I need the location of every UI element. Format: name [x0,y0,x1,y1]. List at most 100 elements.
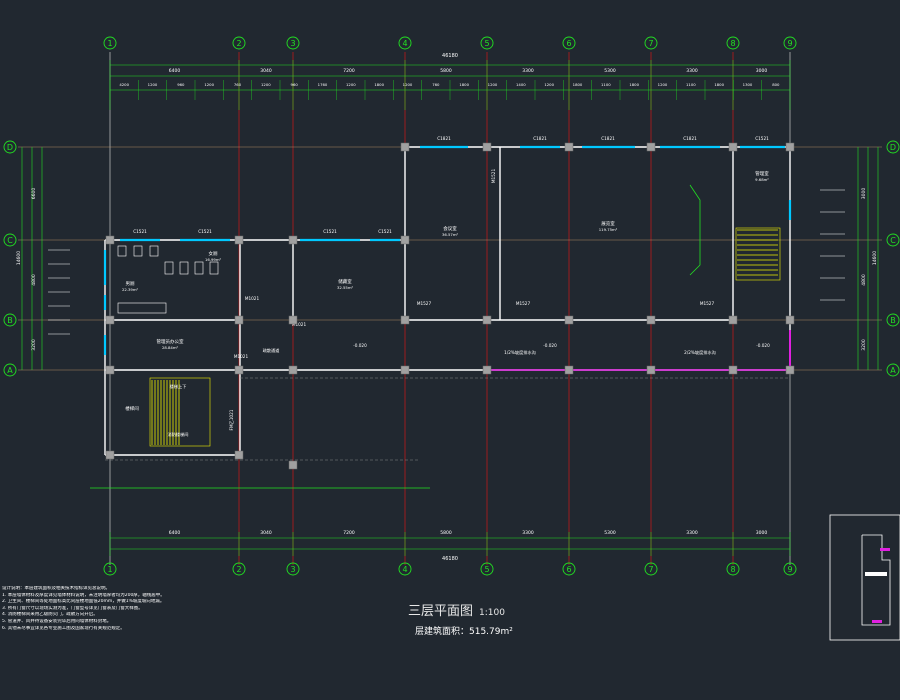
door-label: M1021 [234,354,249,359]
dim-right-total: 14600 [872,251,878,265]
annotation: 疏散通道 [263,347,281,354]
column [564,315,574,325]
dim-detail-top: 4200 [119,82,129,87]
window-label: C1821 [437,136,451,141]
inset-marker [872,620,882,623]
axis-label-3: 3 [290,39,295,48]
general-notes: 设计说明：本层建筑面积及相关技术指标详见总说明。1. 本层墙体材料及厚度详见墙体… [2,586,272,632]
annotation: -0.020 [756,343,770,348]
dim-span-top: 3040 [260,68,272,74]
dim-detail-top: 1200 [261,82,271,87]
window-label: C1521 [323,229,337,234]
toilet-fixture [194,261,204,275]
dim-overall-bottom: 46180 [442,556,458,562]
column [646,365,656,375]
axis-bubble-6 [562,562,576,576]
axis-bubble-4 [398,562,412,576]
axis-label-A: A [7,366,13,375]
stair-outline-left [149,377,211,447]
dim-span-bottom: 3040 [260,530,272,536]
dim-right-span: 3000 [861,188,867,200]
axis-bubble-4 [398,36,412,50]
axis-label-1: 1 [107,39,112,48]
inset-marker [880,548,890,551]
inset-bar [865,572,887,576]
axis-label-2: 2 [236,565,241,574]
toilet-fixture [179,261,189,275]
annotation: 2/2%坡度排水沟 [684,349,716,356]
toilet-fixture [149,245,159,257]
dim-detail-top: 1200 [658,82,668,87]
ramp-outline [689,184,701,276]
window-label: C1521 [378,229,392,234]
axis-bubble-5 [480,562,494,576]
axis-bubble-1 [103,562,117,576]
room-area: 119.75m² [599,227,618,232]
dimension-lines: 4618046180640064003040304072007200580058… [16,53,879,562]
note-line: 5. 管道井、风井待设备安装完毕后用同墙体材料封堵。 [2,618,112,624]
axis-label-8: 8 [730,39,735,48]
dim-detail-top: 960 [291,82,299,87]
column [785,142,795,152]
dim-detail-top: 760 [432,82,440,87]
note-line: 3. 所有门窗尺寸以现场实测为准，门窗型号详见门窗表及门窗大样图。 [2,605,143,611]
dim-detail-top: 760 [234,82,242,87]
dim-span-top: 3300 [522,68,534,74]
axis-bubble-C [3,233,17,247]
axis-bubble-9 [783,36,797,50]
annotation: 1/2%坡度排水沟 [504,349,536,356]
room-name: 会议室 [443,225,457,232]
column [646,315,656,325]
room-area: 22.39m² [122,287,139,292]
dim-span-bottom: 3300 [522,530,534,536]
room-area: 36.57m² [442,232,459,237]
note-line: 6. 其他未尽事宜详见各专业施工图及国家现行有关规范规定。 [2,625,125,631]
dim-detail-top: 1800 [714,82,724,87]
dim-left-span: 6600 [31,188,37,200]
axis-label-4: 4 [402,39,407,48]
axis-label-6: 6 [566,39,571,48]
note-line: 1. 本层墙体材料及厚度详见墙体材料说明，未注明墙厚者均为200厚，轴线居中。 [2,592,165,598]
axis-bubble-A [3,363,17,377]
room-name: 展览室 [601,220,615,227]
annotation: -0.020 [353,343,367,348]
dim-detail-top: 1800 [573,82,583,87]
dim-span-bottom: 5800 [440,530,452,536]
toilet-fixture [164,261,174,275]
dim-span-bottom: 3300 [686,530,698,536]
axis-bubble-3 [286,36,300,50]
stair-outline-right [735,227,781,281]
window-label: C1521 [755,136,769,141]
axis-label-3: 3 [290,565,295,574]
dim-detail-top: 1800 [374,82,384,87]
wash-basin [117,302,167,314]
axis-label-B: B [890,316,896,325]
axis-bubble-D [886,140,900,154]
column [400,365,410,375]
dim-detail-top: 1300 [743,82,753,87]
window-label: C1821 [533,136,547,141]
column [400,315,410,325]
column [785,315,795,325]
axis-label-6: 6 [566,565,571,574]
column [400,142,410,152]
dim-span-top: 5300 [604,68,616,74]
dim-detail-top: 1400 [516,82,526,87]
axis-label-4: 4 [402,565,407,574]
annotation: 消防楼梯间 [168,431,189,438]
room-area: 16.99m² [205,257,222,262]
axis-label-5: 5 [484,39,489,48]
dim-left-span: 4800 [31,274,37,286]
dim-span-top: 6400 [169,68,181,74]
drawing-title: 三层平面图 [408,604,474,619]
column [482,365,492,375]
door-label: M1527 [417,301,432,306]
window-label: C1521 [198,229,212,234]
column [234,450,244,460]
key-plan-inset [829,514,900,641]
dim-right-span: 3200 [861,339,867,351]
column [105,450,115,460]
